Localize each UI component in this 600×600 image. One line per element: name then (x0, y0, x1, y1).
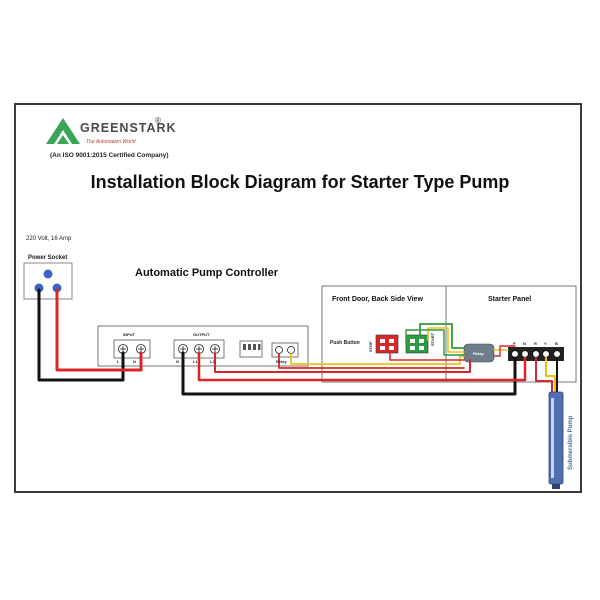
wire-black-socket-input (37, 288, 125, 382)
registered-mark: ® (155, 116, 161, 125)
input-terminal-l (118, 344, 128, 354)
power-socket-label: Power Socket (28, 255, 68, 261)
front-door-box (321, 285, 447, 383)
supply-rating: 220 Volt, 16 Amp (26, 236, 72, 242)
wire-red-stop (389, 352, 465, 361)
socket-right-pin (52, 283, 62, 293)
brand-tagline: The Automation World (86, 139, 136, 145)
start-button (405, 334, 429, 354)
wire-red-relay-1 (278, 353, 465, 369)
stop-label: STOP (368, 341, 373, 352)
starter-panel-title: Starter Panel (488, 296, 532, 303)
controller-title: Automatic Pump Controller (135, 267, 279, 279)
input-terminal-n-label: N (133, 359, 136, 364)
starter-terminal-y: Y (544, 341, 547, 346)
greenstark-logo-icon (46, 118, 80, 144)
output-terminal-n-label: N (176, 359, 179, 364)
controller-relay-label: Relay (276, 359, 287, 364)
wire-green-start-1 (419, 323, 465, 349)
output-terminal-l2-label: L2 (210, 359, 215, 364)
socket-top-pin (43, 269, 53, 279)
wiring (37, 288, 558, 396)
submersible-pump-icon (548, 391, 564, 489)
wire-red-output-l1 (197, 351, 527, 382)
wire-yellow-relay (290, 353, 465, 365)
start-label: START (430, 332, 435, 346)
front-door-title: Front Door, Back Side View (332, 296, 423, 303)
output-terminal-l1-label: L1 (193, 359, 198, 364)
wire-black-output-n (181, 351, 517, 396)
starter-terminal-p: P (513, 341, 516, 346)
wire-red-output-l2 (214, 352, 471, 373)
wire-yellow-start (427, 327, 465, 353)
input-label: INPUT (123, 332, 135, 337)
starter-terminal-n: N (523, 341, 526, 346)
pump-label: Submersible Pump (568, 415, 574, 470)
starter-panel-box (445, 285, 577, 383)
socket-left-pin (34, 283, 44, 293)
brand-name: GREENSTARK (80, 121, 177, 135)
wire-yellow-pump (545, 357, 556, 393)
output-label: OUTPUT (193, 332, 210, 337)
power-socket-box (23, 262, 73, 300)
wire-red-pump (535, 357, 553, 393)
starter-terminal-r: R (534, 341, 537, 346)
starter-terminal-b: B (555, 341, 558, 346)
push-button-label: Push Button (330, 340, 360, 346)
wire-green-start-2 (405, 329, 465, 356)
stop-button (375, 334, 399, 354)
starter-relay (463, 343, 495, 363)
page-title: Installation Block Diagram for Starter T… (90, 172, 510, 192)
starter-relay-label: Relay (473, 351, 484, 356)
iso-certification: (An ISO 9001:2015 Certified Company) (50, 152, 169, 159)
output-terminal-l2 (210, 344, 220, 354)
wire-red-socket-input (55, 288, 143, 372)
output-terminal-n (178, 344, 188, 354)
input-terminal-l-label: L (117, 359, 120, 364)
wire-red-relay-terminal (493, 345, 516, 357)
